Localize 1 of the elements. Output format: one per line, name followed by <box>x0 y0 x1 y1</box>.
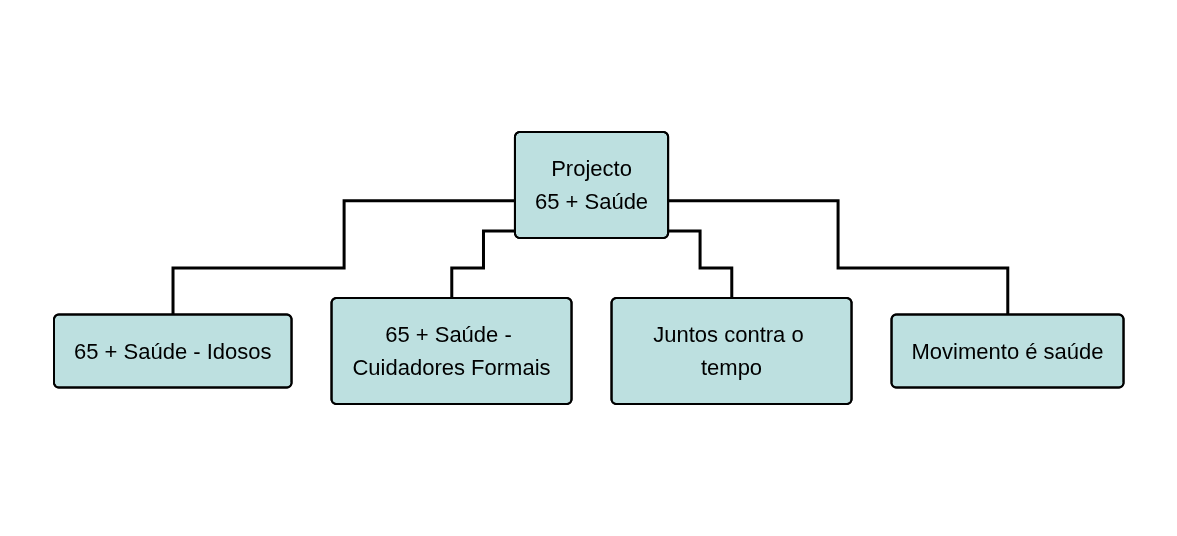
connector <box>668 229 734 300</box>
